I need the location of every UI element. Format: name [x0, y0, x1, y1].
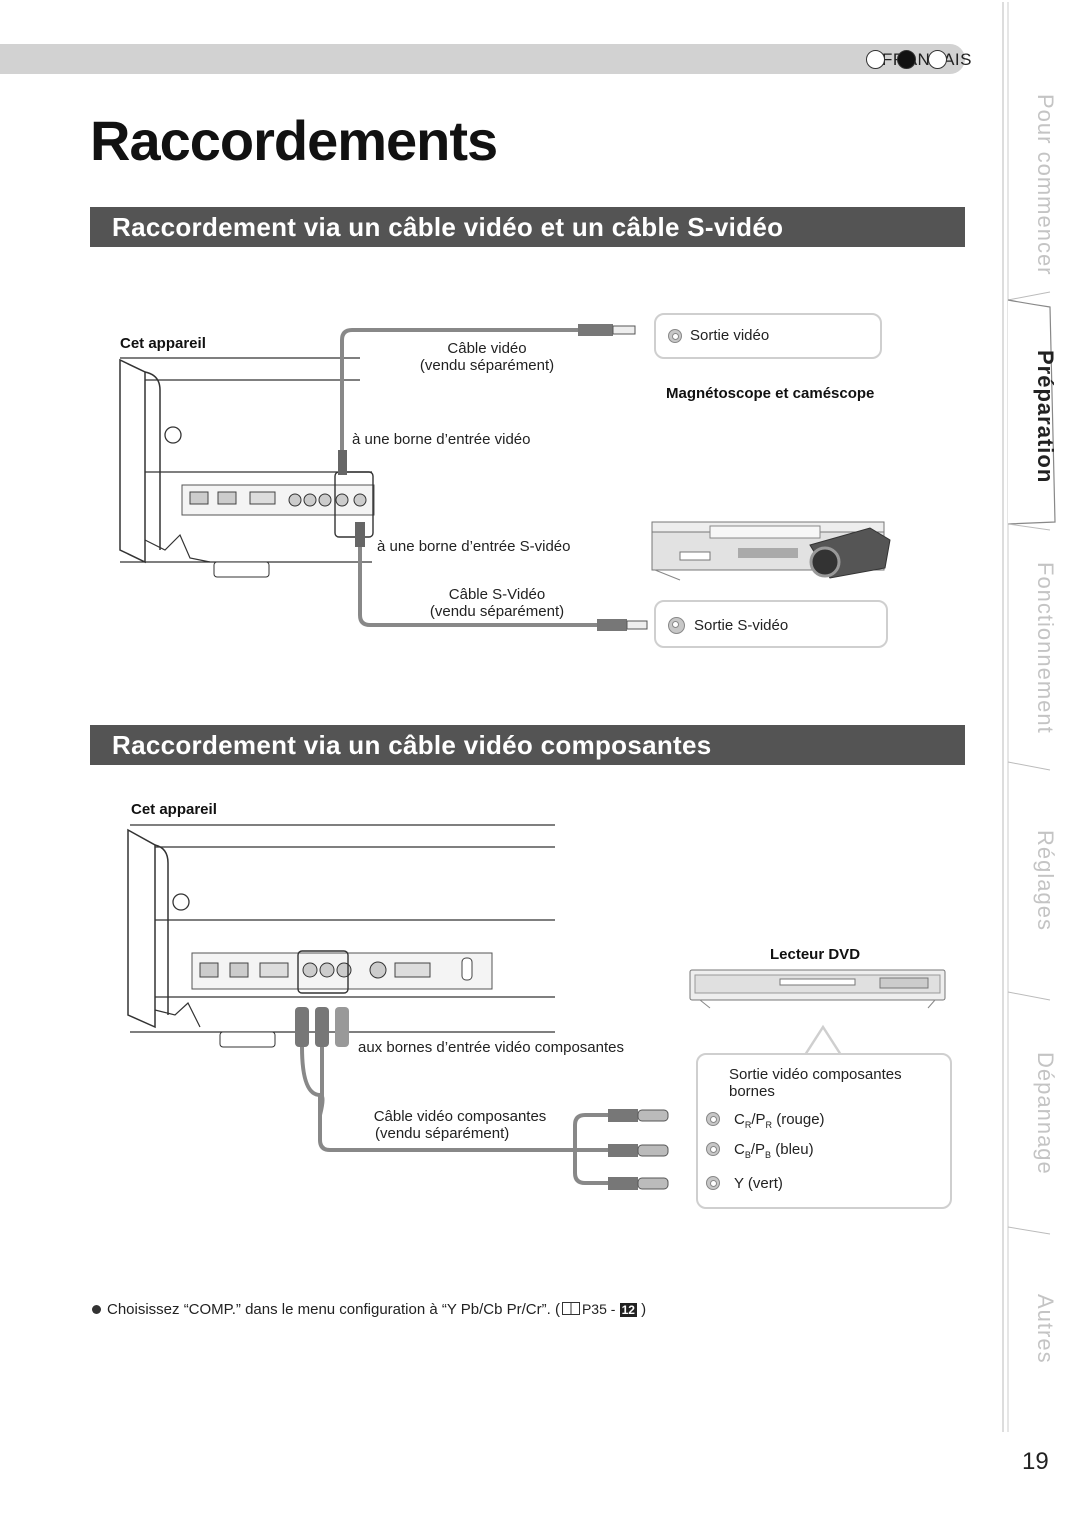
section-heading-text: Raccordement via un câble vidéo et un câ…: [112, 212, 784, 242]
note-text: Choisissez “COMP.” dans le menu configur…: [107, 1301, 560, 1318]
language-bar: [0, 44, 965, 74]
tab-autres[interactable]: Autres: [1033, 1294, 1058, 1364]
output-cb-pb-label: CB/PB (bleu): [734, 1141, 814, 1160]
jack-icon: [706, 1176, 720, 1190]
svideo-output-label: Sortie S-vidéo: [694, 617, 789, 634]
device-label: Cet appareil: [131, 801, 217, 818]
side-tab-bar: Pour commencer Préparation Fonctionnemen…: [1000, 2, 1080, 1510]
svideo-output-callout: Sortie S-vidéo: [654, 600, 888, 648]
language-indicator-active: [897, 50, 916, 69]
note-ref-page: P35 -: [581, 1301, 616, 1317]
video-jack-icon: [668, 329, 682, 343]
component-cable-label: Câble vidéo composantes (vendu séparémen…: [373, 1108, 547, 1142]
video-input-label: à une borne d’entrée vidéo: [352, 431, 531, 448]
page-number: 19: [1022, 1448, 1049, 1475]
source-device-label: Magnétoscope et caméscope: [666, 385, 875, 402]
component-input-label: aux bornes d’entrée vidéo composantes: [358, 1039, 625, 1056]
jack-icon: [706, 1142, 720, 1156]
section-heading: Raccordement via un câble vidéo composan…: [90, 725, 965, 765]
svideo-connection-diagram: [119, 324, 891, 631]
language-indicator-empty: [866, 50, 885, 69]
component-connection-diagram: [127, 824, 946, 1190]
tab-fonctionnement[interactable]: Fonctionnement: [1033, 562, 1058, 734]
svideo-input-label: à une borne d’entrée S-vidéo: [377, 538, 571, 555]
page-title: Raccordements: [90, 109, 498, 172]
component-output-callout: Sortie vidéo composantes bornes CR/PR (r…: [696, 1053, 952, 1209]
side-tab-frame: [1002, 2, 1056, 1432]
tab-pour-commencer[interactable]: Pour commencer: [1033, 94, 1058, 276]
language-indicator-empty: [928, 50, 947, 69]
video-output-label: Sortie vidéo: [690, 327, 770, 344]
bullet-icon: [92, 1305, 101, 1314]
dvd-player-illustration: [689, 969, 946, 1009]
section-heading: Raccordement via un câble vidéo et un câ…: [90, 207, 965, 247]
tab-reglages[interactable]: Réglages: [1033, 830, 1058, 931]
video-output-callout: Sortie vidéo: [654, 313, 882, 359]
note: Choisissez “COMP.” dans le menu configur…: [92, 1301, 646, 1318]
book-icon: [561, 1302, 580, 1315]
projector-illustration: [127, 824, 555, 1048]
svideo-cable-label: Câble S-Vidéo (vendu séparément): [429, 586, 565, 620]
vcr-camcorder-illustration: [651, 521, 891, 581]
output-y-label: Y (vert): [734, 1175, 783, 1192]
device-label: Cet appareil: [120, 335, 206, 352]
tab-depannage[interactable]: Dépannage: [1033, 1052, 1058, 1175]
output-cr-pr-label: CR/PR (rouge): [734, 1111, 825, 1130]
section-heading-text: Raccordement via un câble vidéo composan…: [112, 730, 712, 760]
note-close: ): [641, 1301, 647, 1318]
video-cable-label: Câble vidéo (vendu séparément): [419, 340, 555, 374]
note-ref-badge: 12: [619, 1303, 637, 1317]
source-device-label: Lecteur DVD: [770, 946, 861, 963]
jack-icon: [706, 1112, 720, 1126]
svideo-jack-icon: [668, 617, 685, 634]
projector-illustration: [119, 357, 375, 578]
component-output-title: Sortie vidéo composantes bornes: [729, 1066, 902, 1100]
tab-preparation[interactable]: Préparation: [1033, 350, 1058, 484]
